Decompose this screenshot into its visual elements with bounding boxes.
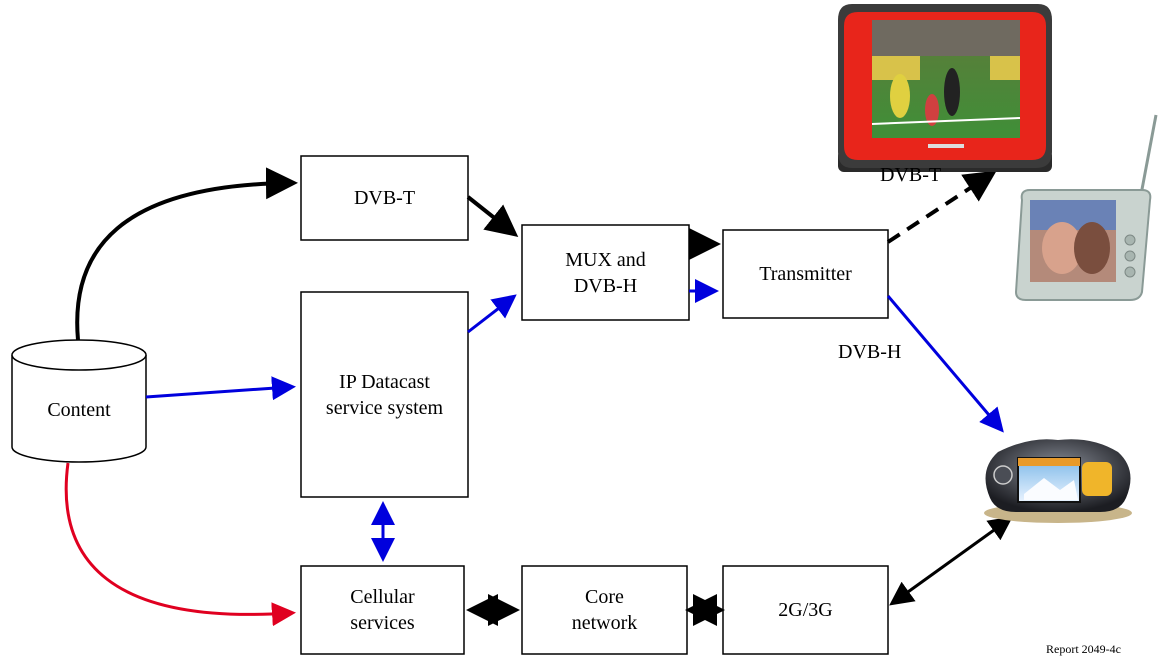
dvbt-to-mux-arrow xyxy=(466,195,519,237)
transmitter-label: Transmitter xyxy=(759,263,852,285)
gsm-label: 2G/3G xyxy=(778,599,833,621)
gsm-box xyxy=(722,565,889,655)
content-to-ipdc-arrow xyxy=(145,376,296,401)
content-to-cellular-arrow xyxy=(64,462,296,627)
transmitter-to-tv-dashed-arrow xyxy=(886,170,997,244)
core-network-box xyxy=(521,565,688,655)
content-label: Content xyxy=(47,399,111,421)
content-to-dvbt-arrow xyxy=(75,167,298,341)
cellular-label: Cellular services xyxy=(350,586,415,634)
ipdc-to-mux-arrow xyxy=(467,294,517,334)
cellular-box xyxy=(300,565,465,655)
mobile-phone-icon xyxy=(984,439,1132,523)
transmitter-to-phone-arrow xyxy=(886,295,1004,433)
transmitter-box xyxy=(722,229,889,319)
ipdc-box xyxy=(300,291,469,498)
handheld-tv-icon xyxy=(1014,114,1158,301)
dvbt-output-label: DVB-T xyxy=(880,164,942,186)
dvbh-output-label: DVB-H xyxy=(838,341,902,363)
dvbt-label: DVB-T xyxy=(353,187,416,209)
mux-label: MUX and DVB-H xyxy=(565,248,646,297)
core-network-label: Core network xyxy=(571,586,638,634)
mux-box xyxy=(521,224,690,321)
ipdc-label: IP Datacast service system xyxy=(325,370,444,419)
tv-receiver-icon xyxy=(838,4,1052,172)
report-reference: Report 2049-4c xyxy=(1046,642,1121,656)
gsm-phone-bidirectional-arrow xyxy=(889,516,1013,606)
content-database-icon xyxy=(11,339,147,463)
dvbt-box xyxy=(300,155,469,241)
